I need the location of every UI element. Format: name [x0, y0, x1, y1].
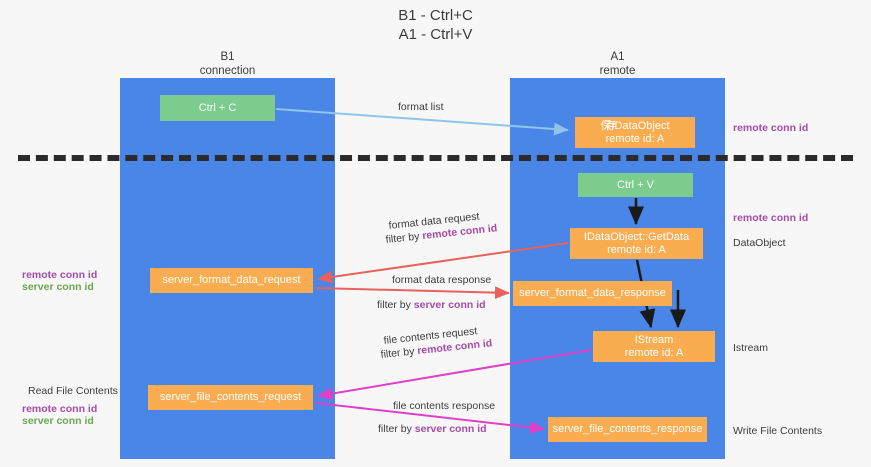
filter-prefix: filter by: [380, 345, 418, 361]
label-right-remote-conn-id-mid: remote conn id: [733, 212, 809, 224]
label-right-istream: Istream: [733, 342, 769, 354]
lane-header-a1: A1 remote: [510, 50, 725, 78]
lane-a1-subtitle: remote: [599, 65, 636, 77]
filter-prefix: filter by: [385, 230, 423, 246]
node-file-response-label: server_file_contents_response: [552, 423, 703, 435]
caption-format-list: format list: [398, 101, 444, 113]
node-format-request-label: server_format_data_request: [162, 274, 301, 286]
node-store-idataobject-sub: remote id: A: [605, 132, 665, 145]
label-left-server-conn-id: server conn id: [22, 281, 94, 293]
node-server-format-data-request[interactable]: server_format_data_request: [150, 268, 313, 293]
node-store-idataobject[interactable]: 保存IDataObject remote id: A: [575, 117, 695, 148]
filter-value-server-conn-id: server conn id: [413, 299, 486, 311]
node-istream-sub: remote id: A: [624, 346, 684, 359]
label-right-remote-conn-id-top: remote conn id: [733, 122, 809, 134]
node-server-file-contents-request[interactable]: server_file_contents_request: [148, 385, 313, 410]
section-divider: [18, 155, 853, 161]
lane-b1-subtitle: connection: [199, 65, 256, 77]
node-ctrl-v[interactable]: Ctrl + V: [578, 173, 693, 197]
node-istream[interactable]: IStream remote id: A: [593, 331, 715, 362]
title-line-2: A1 - Ctrl+V: [398, 26, 473, 43]
label-left-remote-conn-id: remote conn id: [22, 269, 98, 281]
node-getdata-sub: remote id: A: [607, 243, 666, 256]
node-store-idataobject-name: IDataObject: [611, 119, 670, 132]
lane-a1-name: A1: [610, 51, 625, 63]
garbled-glyph-prefix: 保存: [600, 119, 616, 132]
label-left-server-conn-id-2: server conn id: [22, 415, 94, 427]
lane-b1-name: B1: [220, 51, 235, 63]
caption-format-data-response: format data response: [392, 274, 492, 286]
filter-prefix: filter by: [377, 299, 414, 311]
node-ctrl-v-label: Ctrl + V: [617, 178, 654, 191]
label-left-read-file-contents: Read File Contents: [28, 385, 118, 397]
node-ctrl-c-label: Ctrl + C: [198, 101, 237, 114]
node-idataobject-getdata[interactable]: IDataObject::GetData remote id: A: [570, 228, 703, 259]
title-line-1: B1 - Ctrl+C: [398, 7, 473, 24]
node-file-request-label: server_file_contents_request: [159, 391, 302, 403]
label-left-remote-conn-id-2: remote conn id: [22, 403, 98, 415]
node-format-response-label: server_format_data_response: [519, 287, 666, 299]
node-istream-label: IStream: [634, 333, 674, 346]
filter-prefix: filter by: [378, 423, 415, 435]
label-right-dataobject: DataObject: [733, 237, 786, 249]
node-server-format-data-response[interactable]: server_format_data_response: [513, 281, 672, 306]
caption-format-data-response-filter: filter by server conn id: [377, 298, 486, 312]
lane-header-b1: B1 connection: [120, 50, 335, 78]
label-right-write-file-contents: Write File Contents: [733, 425, 823, 437]
caption-file-contents-response-filter: filter by server conn id: [378, 422, 487, 436]
node-store-idataobject-label: 保存IDataObject: [600, 120, 669, 133]
node-server-file-contents-response[interactable]: server_file_contents_response: [548, 417, 707, 442]
filter-value-server-conn-id: server conn id: [414, 423, 487, 435]
caption-file-contents-response: file contents response: [393, 400, 496, 412]
node-ctrl-c[interactable]: Ctrl + C: [160, 95, 275, 121]
node-getdata-label: IDataObject::GetData: [583, 230, 690, 243]
page-title: B1 - Ctrl+C A1 - Ctrl+V: [0, 6, 871, 44]
